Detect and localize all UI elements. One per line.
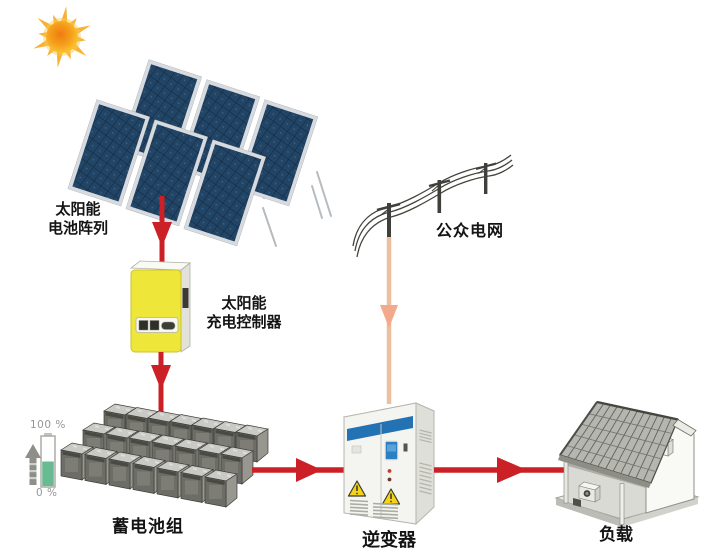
roof-ridge	[596, 400, 679, 421]
charge-gauge	[25, 433, 56, 488]
vent-grille	[349, 499, 369, 516]
inverter-cabinet	[342, 402, 436, 526]
battery-bank	[60, 403, 269, 508]
charge-controller	[129, 260, 192, 353]
house-corner-post	[619, 483, 625, 525]
utility-pole	[475, 162, 497, 194]
roof-right-edge	[672, 418, 697, 437]
solar-panel-array	[66, 58, 332, 248]
charge-controller-label-line2: 充电控制器	[206, 312, 282, 331]
arrow-inverter-to-load	[434, 457, 570, 483]
battery-bank-label: 蓄电池组	[112, 517, 184, 537]
arrow-battery-to-inverter	[252, 458, 344, 482]
solar-array-label: 太阳能 电池阵列	[38, 200, 118, 238]
arrow-grid-to-inverter	[380, 237, 398, 404]
house-corner-post	[563, 456, 569, 504]
roof-tile-lines	[567, 403, 672, 481]
sun-icon	[33, 6, 91, 68]
warning-triangle-icon	[347, 480, 367, 497]
public-grid	[352, 154, 514, 258]
controller-display	[135, 317, 179, 333]
power-lines	[352, 154, 514, 258]
load-label: 负载	[599, 525, 633, 545]
vent-grille	[419, 429, 432, 495]
gauge-max-label: 100 %	[30, 419, 66, 431]
utility-pole	[376, 202, 401, 237]
gauge-up-arrow-icon	[25, 444, 41, 485]
charge-controller-label-line1: 太阳能	[221, 294, 267, 312]
solar-array-label-line2: 电池阵列	[47, 218, 108, 237]
battery	[204, 469, 238, 508]
gauge-min-label: 0 %	[36, 487, 58, 499]
roof-course-lines	[566, 413, 673, 472]
load-house	[554, 400, 700, 527]
arrow-controller-to-battery	[151, 352, 171, 420]
gauge-level-fill	[42, 461, 54, 486]
indicator-light	[387, 469, 392, 473]
utility-pole	[428, 179, 451, 213]
public-grid-label: 公众电网	[435, 221, 504, 240]
charge-controller-label: 太阳能 充电控制器	[200, 294, 288, 332]
inverter-label: 逆变器	[362, 530, 416, 551]
solar-array-label-line1: 太阳能	[55, 200, 101, 218]
washing-machine	[573, 481, 601, 507]
eave-shadow	[558, 455, 651, 488]
inverter-blue-stripe	[347, 416, 413, 441]
indicator-light	[387, 477, 392, 482]
vent-grille	[372, 502, 399, 520]
arrow-array-to-controller	[152, 196, 172, 265]
